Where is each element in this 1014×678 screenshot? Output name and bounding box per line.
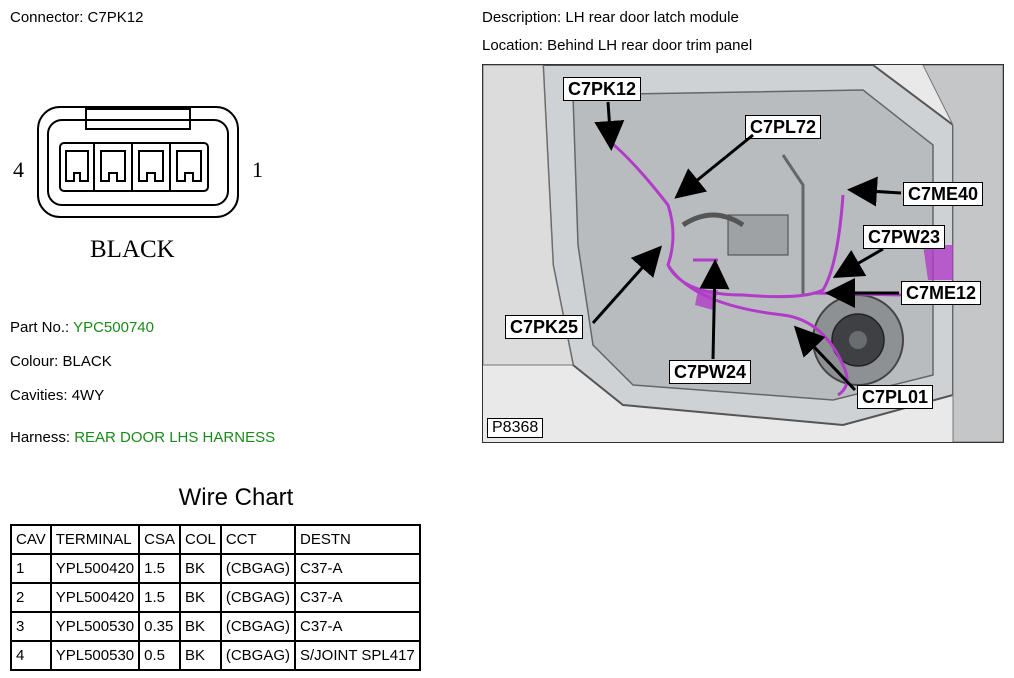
- harness-value[interactable]: REAR DOOR LHS HARNESS: [74, 429, 276, 446]
- cell-cct: (CBGAG): [219, 553, 297, 584]
- cell-cav: 4: [10, 640, 52, 671]
- connector-label: Connector:: [10, 9, 84, 26]
- header-cct: CCT: [219, 524, 297, 555]
- door-location-image: C7PK12 C7PL72 C7ME40 C7PW23 C7ME12 C7PK2…: [482, 64, 1004, 443]
- header-terminal: TERMINAL: [49, 524, 141, 555]
- colour-value: BLACK: [62, 353, 112, 370]
- header-destn: DESTN: [294, 524, 421, 555]
- callout-c7pw23: C7PW23: [863, 225, 946, 249]
- callout-c7pl01: C7PL01: [857, 385, 934, 409]
- connector-housing: [37, 106, 239, 218]
- location-label: Location:: [482, 37, 543, 54]
- cell-cav: 1: [10, 553, 52, 584]
- cell-destn: C37-A: [294, 611, 421, 642]
- cell-col: BK: [178, 582, 222, 613]
- cell-cav: 3: [10, 611, 52, 642]
- pin-right-label: 1: [252, 157, 263, 182]
- cell-cav: 2: [10, 582, 52, 613]
- cell-cct: (CBGAG): [219, 582, 297, 613]
- cell-col: BK: [178, 640, 222, 671]
- cell-cct: (CBGAG): [219, 611, 297, 642]
- colour-label: Colour:: [10, 353, 59, 370]
- callout-c7pk12: C7PK12: [563, 77, 642, 101]
- header-csa: CSA: [138, 524, 181, 555]
- cell-col: BK: [178, 611, 222, 642]
- part-no-value[interactable]: YPC500740: [73, 319, 154, 336]
- header-col: COL: [178, 524, 222, 555]
- cell-cct: (CBGAG): [219, 640, 297, 671]
- table-row: 3 YPL500530 0.35 BK (CBGAG) C37-A: [10, 611, 421, 642]
- location-line: Location: Behind LH rear door trim panel: [482, 37, 752, 54]
- cell-csa: 0.5: [138, 640, 181, 671]
- colour-line: Colour: BLACK: [10, 353, 112, 370]
- callout-c7pw24: C7PW24: [669, 360, 752, 384]
- image-reference-label: P8368: [487, 418, 544, 438]
- cell-terminal: YPL500530: [49, 611, 141, 642]
- table-row: 4 YPL500530 0.5 BK (CBGAG) S/JOINT SPL41…: [10, 640, 421, 671]
- callout-c7me12: C7ME12: [901, 281, 982, 305]
- part-no-line: Part No.: YPC500740: [10, 319, 154, 336]
- cell-terminal: YPL500420: [49, 582, 141, 613]
- cell-destn: S/JOINT SPL417: [294, 640, 421, 671]
- cell-csa: 1.5: [138, 582, 181, 613]
- cell-destn: C37-A: [294, 553, 421, 584]
- location-value: Behind LH rear door trim panel: [547, 37, 753, 54]
- cell-col: BK: [178, 553, 222, 584]
- drawing-colour-text: BLACK: [90, 236, 175, 263]
- description-label: Description:: [482, 9, 562, 26]
- pin-left-label: 4: [13, 157, 24, 182]
- cavities-line: Cavities: 4WY: [10, 387, 104, 404]
- connector-value: C7PK12: [87, 9, 144, 26]
- cavities-value: 4WY: [71, 387, 105, 404]
- wire-chart-title: Wire Chart: [178, 484, 294, 511]
- callout-c7pk25: C7PK25: [505, 315, 584, 339]
- table-header-row: CAV TERMINAL CSA COL CCT DESTN: [10, 524, 421, 555]
- cell-destn: C37-A: [294, 582, 421, 613]
- description-line: Description: LH rear door latch module: [482, 9, 739, 26]
- callout-c7pl72: C7PL72: [745, 115, 822, 139]
- callout-c7me40: C7ME40: [903, 182, 984, 206]
- cell-csa: 0.35: [138, 611, 181, 642]
- cell-csa: 1.5: [138, 553, 181, 584]
- part-no-label: Part No.:: [10, 319, 70, 336]
- table-row: 2 YPL500420 1.5 BK (CBGAG) C37-A: [10, 582, 421, 613]
- description-value: LH rear door latch module: [565, 9, 739, 26]
- table-row: 1 YPL500420 1.5 BK (CBGAG) C37-A: [10, 553, 421, 584]
- header-cav: CAV: [10, 524, 52, 555]
- harness-label: Harness:: [10, 429, 71, 446]
- cell-terminal: YPL500530: [49, 640, 141, 671]
- cavities-label: Cavities:: [10, 387, 68, 404]
- connector-line: Connector: C7PK12: [10, 9, 143, 26]
- harness-line: Harness: REAR DOOR LHS HARNESS: [10, 429, 275, 446]
- cell-terminal: YPL500420: [49, 553, 141, 584]
- connector-face-drawing: 4 1 BLACK: [13, 106, 263, 263]
- wire-chart-table: CAV TERMINAL CSA COL CCT DESTN 1 YPL5004…: [10, 524, 421, 671]
